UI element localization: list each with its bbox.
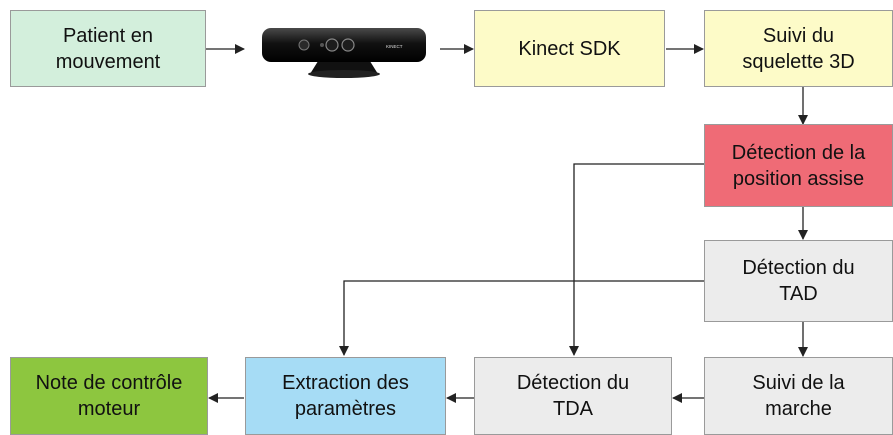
node-note-label: Note de contrôle moteur xyxy=(35,372,183,420)
node-detection-assise: Détection de la position assise xyxy=(704,124,893,207)
node-note: Note de contrôle moteur xyxy=(10,357,208,435)
node-suivi-marche-label: Suivi de la marche xyxy=(752,372,845,420)
node-extraction: Extraction des paramètres xyxy=(245,357,446,435)
kinect-sensor-icon: KINECT xyxy=(262,28,426,78)
node-kinect-sdk-label: Kinect SDK xyxy=(518,37,621,60)
node-suivi-squelette-label: Suivi du squelette 3D xyxy=(742,24,855,73)
node-detection-tda-label: Détection du TDA xyxy=(516,372,630,420)
node-patient: Patient en mouvement xyxy=(10,10,206,87)
arrow-tad-to-extraction xyxy=(339,280,704,356)
node-detection-tda: Détection du TDA xyxy=(474,357,672,435)
arrow-assise-to-tda xyxy=(569,163,704,356)
node-detection-assise-label: Détection de la position assise xyxy=(731,141,866,190)
kinect-brand-text: KINECT xyxy=(386,44,403,49)
node-detection-tad: Détection du TAD xyxy=(704,240,893,322)
node-suivi-squelette: Suivi du squelette 3D xyxy=(704,10,893,87)
node-extraction-label: Extraction des paramètres xyxy=(282,372,409,420)
node-detection-tad-label: Détection du TAD xyxy=(742,257,855,305)
node-suivi-marche: Suivi de la marche xyxy=(704,357,893,435)
node-patient-label: Patient en mouvement xyxy=(55,24,161,73)
node-kinect-sdk: Kinect SDK xyxy=(474,10,665,87)
